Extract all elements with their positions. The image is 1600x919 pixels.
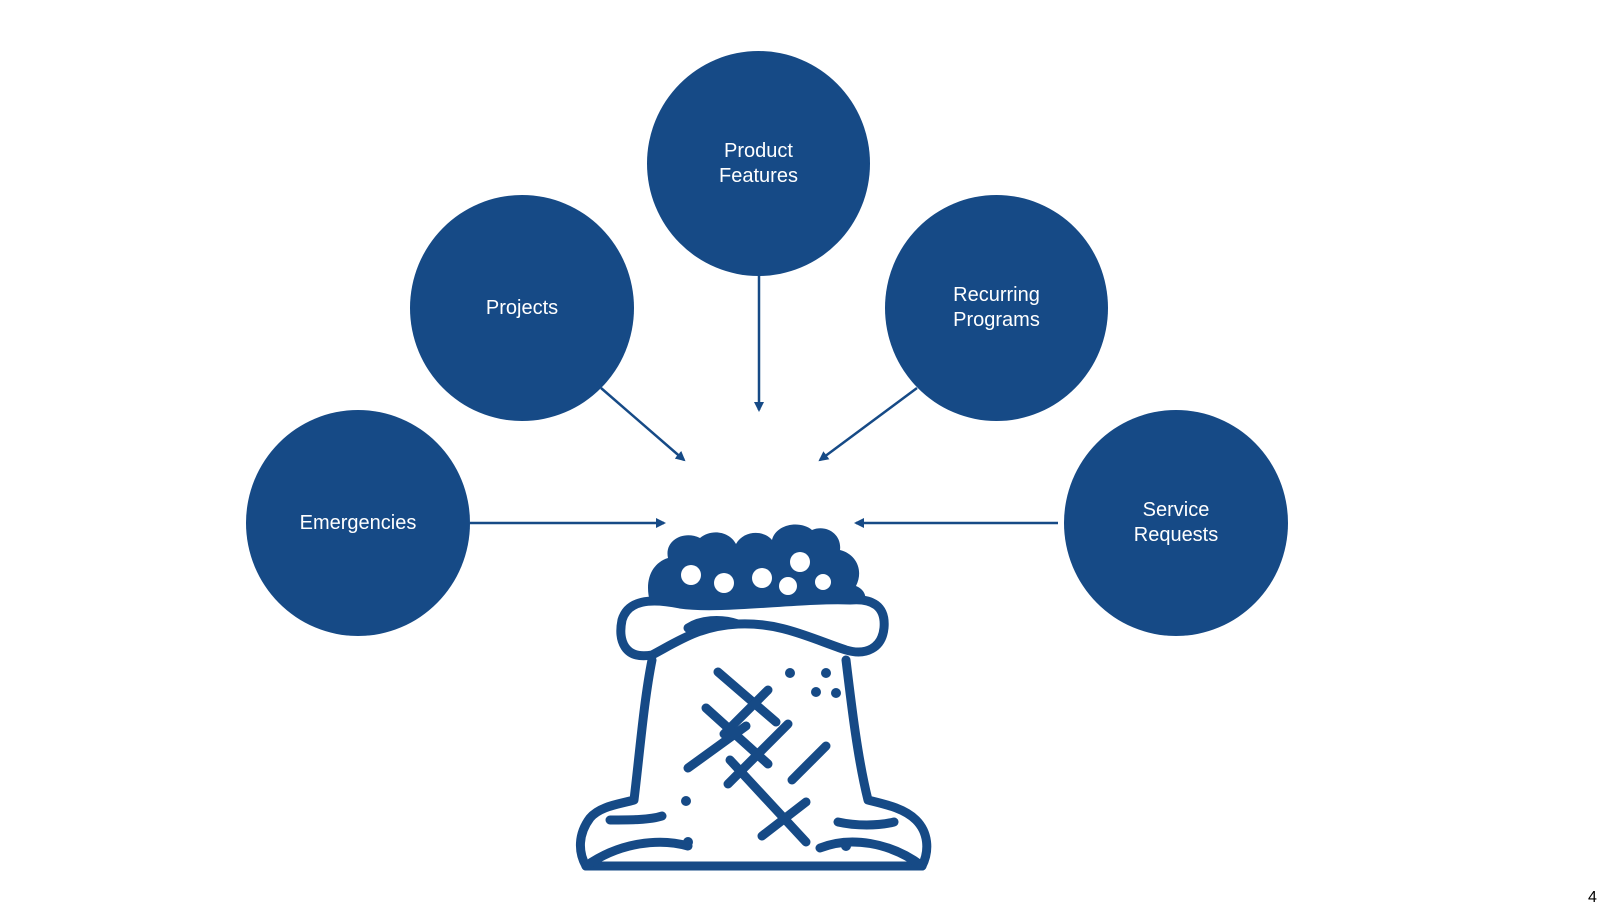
node-recurring-programs: Recurring Programs [885, 195, 1108, 421]
node-projects: Projects [410, 195, 634, 421]
node-product-features: Product Features [647, 51, 870, 276]
node-service-requests: Service Requests [1064, 410, 1288, 636]
node-label: Product Features [719, 139, 798, 187]
node-label: Emergencies [299, 511, 417, 534]
arrow-projects-to-sack [600, 387, 686, 462]
node-label: Recurring Programs [953, 284, 1040, 331]
node-label: Projects [485, 296, 559, 319]
corner-mark: 4 [1588, 889, 1597, 906]
grain-sack-icon [576, 524, 932, 871]
node-label: Service Requests [1133, 499, 1219, 546]
node-emergencies: Emergencies [246, 410, 470, 636]
arrow-recurring-to-sack [818, 386, 918, 462]
